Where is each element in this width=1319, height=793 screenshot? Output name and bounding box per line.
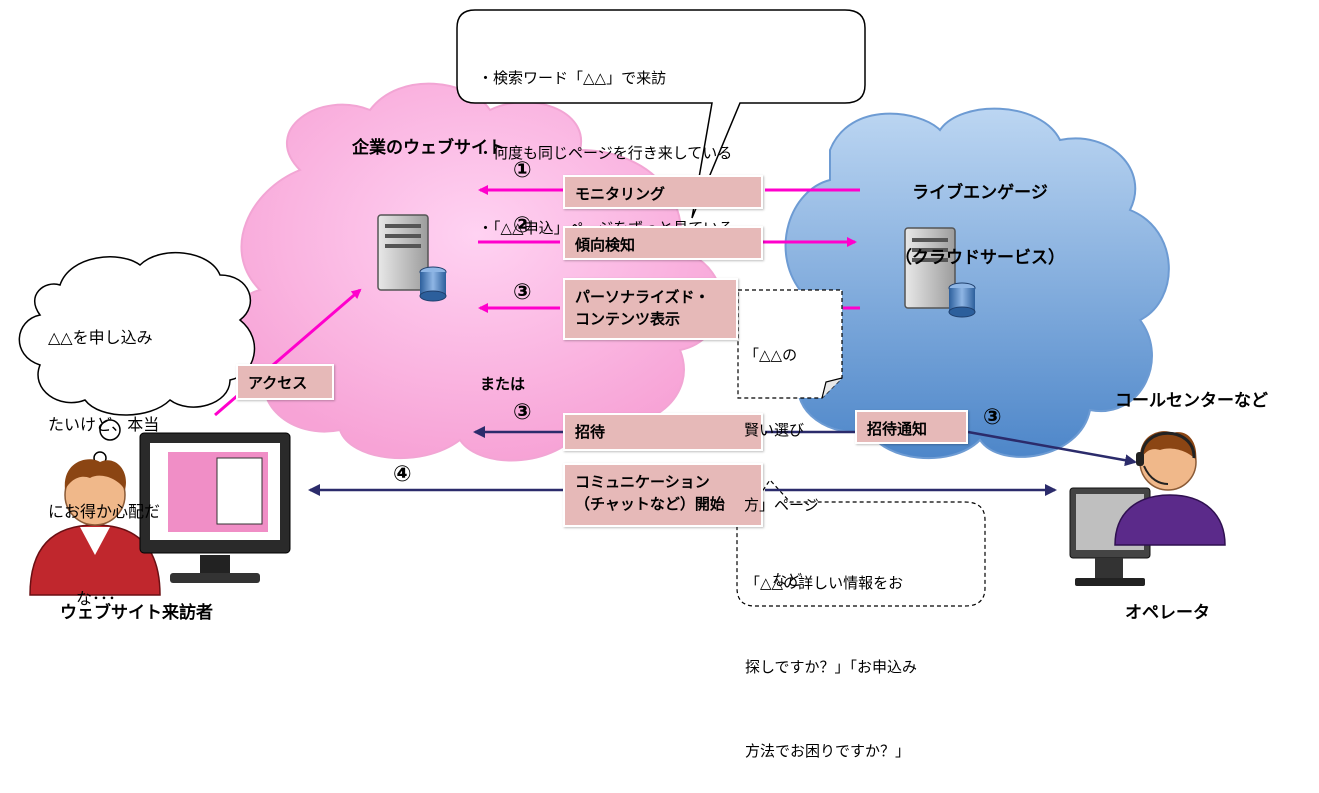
personalize-label-line: パーソナライズド・ [575,288,710,306]
visitor-thought-cloud [18,252,256,465]
operator-label: オペレータ [1125,603,1210,623]
page-note-text: 「△△の 賢い選び 方」ページ など [744,293,819,618]
step-number-1: ① [513,158,532,183]
page-note-line: 賢い選び [744,421,805,439]
page-note-line: 方」ページ [744,496,819,514]
visitor-thought-line: △△を申し込み [48,328,153,347]
visitor-label: ウェブサイト来訪者 [60,603,213,623]
step-number-3: ③ [513,280,532,305]
liveengage-title-line: （クラウドサービス） [895,248,1065,268]
navy-arrows [308,426,1137,496]
top-speech-bubble [456,9,866,219]
operator-person-icon [1114,431,1226,546]
operator-monitor-icon [1069,487,1151,586]
visitor-person-icon [29,459,161,596]
page-note-line: など [772,571,803,589]
invite-label: 招待 [563,413,763,451]
visitor-thought-line: たいけど、本当 [48,415,160,434]
visitor-thought-line: にお得か心配だ [48,502,161,521]
page-note-line: 「△△の [744,346,798,364]
communication-label-line: コミュニケーション [575,473,710,491]
visitor-thought-text: △△を申し込み たいけど、本当 にお得か心配だ な･･･ [48,265,160,642]
step-number-3b: ③ [513,400,532,425]
diagram-canvas: ・検索ワード「△△」で来訪 ・何度も同じページを行き来している ・「△△申込」ペ… [18,9,1268,760]
monitoring-label: モニタリング [563,175,763,209]
step-number-4: ④ [393,462,412,487]
personalize-label: パーソナライズド・ コンテンツ表示 [563,278,738,340]
website-title: 企業のウェブサイト [352,138,505,158]
website-server-icon [377,214,447,302]
chat-bubble-text: 「△△の詳しい情報をお 探しですか？」「お申込み 方法でお困りですか？」 [745,513,917,793]
visitor-thought-line: な･･･ [76,589,117,608]
communication-label-line: （チャットなど）開始 [575,495,725,513]
chat-bubble-line: 方法でお困りですか？」 [745,742,911,760]
liveengage-title: ライブエンゲージ （クラウドサービス） [880,138,1080,288]
top-bubble-line: ・何度も同じページを行き来している [478,144,733,162]
chat-bubble-line: 探しですか？」「お申込み [745,658,918,676]
liveengage-server-icon [904,227,976,318]
liveengage-title-line: ライブエンゲージ [912,183,1048,203]
callcenter-label: コールセンターなど [1115,391,1268,411]
page-note [737,289,843,399]
detect-label: 傾向検知 [563,226,763,260]
communication-label: コミュニケーション （チャットなど）開始 [563,463,763,527]
top-bubble-line: ・検索ワード「△△」で来訪 [478,69,667,87]
step-number-2: ② [513,213,532,238]
invite-notice-label: 招待通知 [855,410,968,444]
chat-bubble-line: 「△△の詳しい情報をお [745,574,904,592]
personalize-label-line: コンテンツ表示 [575,310,681,328]
or-label: または [480,375,526,393]
access-label: アクセス [236,364,334,400]
step-number-3c: ③ [983,405,1002,430]
visitor-monitor-icon [139,432,291,583]
